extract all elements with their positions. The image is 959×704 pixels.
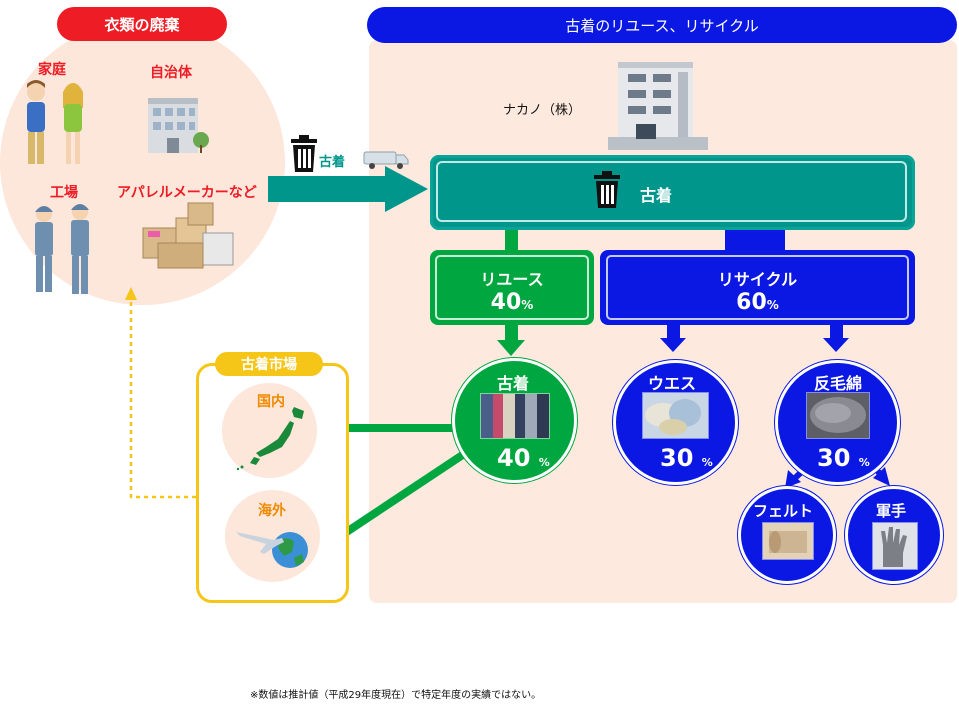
domestic-arrow-line (340, 424, 456, 432)
reuse-unit: % (521, 298, 534, 312)
used-clothing-percentage: 40 % (497, 444, 550, 472)
reuse-connector (505, 228, 518, 252)
felt-photo (762, 522, 814, 560)
japan-map-icon (236, 407, 304, 470)
recycle-connector (725, 228, 785, 252)
municipality-building-illustration (148, 98, 209, 153)
recycled-fiber-arrow (823, 324, 849, 352)
company-building-illustration (608, 62, 708, 150)
recycled-fiber-percentage: 30 % (817, 444, 870, 472)
gloves-arrow-head (873, 467, 890, 486)
reuse-recycle-title: 古着のリユース、リサイクル (367, 7, 957, 43)
overseas-label: 海外 (258, 503, 286, 519)
reuse-down-arrow (497, 324, 525, 356)
collection-box (430, 155, 915, 230)
felt-arrow-head (785, 470, 801, 488)
collection-arrow (268, 166, 428, 212)
transport-label: 古着 (319, 155, 346, 170)
recycle-unit: % (766, 298, 779, 312)
recycle-box (600, 250, 915, 325)
waste-cloth-value: 30 (660, 444, 694, 472)
reuse-value: 40 (490, 290, 522, 315)
municipality-label: 自治体 (150, 65, 192, 81)
recycled-fiber-unit: % (858, 456, 870, 469)
recycle-box-inner (606, 255, 909, 320)
trash-bin-icon (291, 135, 317, 172)
felt-title: フェルト (753, 502, 814, 520)
used-clothing-photo (480, 393, 550, 439)
reuse-percentage: 40% (430, 290, 594, 315)
delivery-truck-icon (363, 151, 409, 169)
recycle-value: 60 (736, 290, 767, 315)
market-title: 古着市場 (215, 352, 323, 376)
collection-label: 古着 (640, 186, 673, 205)
reuse-box-inner (435, 255, 589, 320)
company-name: ナカノ（株） (503, 103, 582, 118)
reuse-title: リユース (480, 270, 544, 289)
work-gloves-photo (872, 522, 918, 570)
disposal-title: 衣類の廃棄 (57, 7, 227, 41)
waste-cloth-unit: % (701, 456, 713, 469)
waste-cloth-title: ウエス (648, 374, 697, 393)
household-people-illustration (27, 80, 83, 164)
apparel-label: アパレルメーカーなど (117, 185, 257, 201)
domestic-circle (222, 383, 317, 478)
waste-cloth-arrow (660, 324, 686, 352)
globe-airplane-icon (236, 532, 308, 568)
waste-cloth-photo (642, 392, 709, 439)
used-clothing-value: 40 (497, 444, 531, 472)
footnote: ※数値は推計値（平成29年度現在）で特定年度の実績ではない。 (250, 690, 542, 701)
used-clothing-title: 古着 (497, 374, 530, 393)
return-arrow-head (125, 287, 137, 300)
recycle-percentage: 60% (600, 290, 915, 315)
recycle-title: リサイクル (717, 270, 798, 289)
reuse-box (430, 250, 594, 325)
return-dotted-line (129, 300, 196, 499)
collection-trash-icon (594, 171, 620, 208)
domestic-label: 国内 (257, 394, 285, 410)
factory-workers-illustration (35, 204, 89, 294)
overseas-arrow-line (339, 446, 473, 539)
recycled-fiber-title: 反毛綿 (814, 374, 863, 393)
recycled-fiber-value: 30 (817, 444, 851, 472)
clothing-boxes-illustration (142, 202, 234, 269)
work-gloves-title: 軍手 (876, 502, 907, 520)
collection-box-inner (436, 161, 907, 222)
waste-cloth-percentage: 30 % (660, 444, 713, 472)
recycled-fiber-photo (806, 392, 870, 439)
used-clothing-unit: % (538, 456, 550, 469)
factory-label: 工場 (50, 185, 78, 201)
household-label: 家庭 (38, 62, 66, 78)
